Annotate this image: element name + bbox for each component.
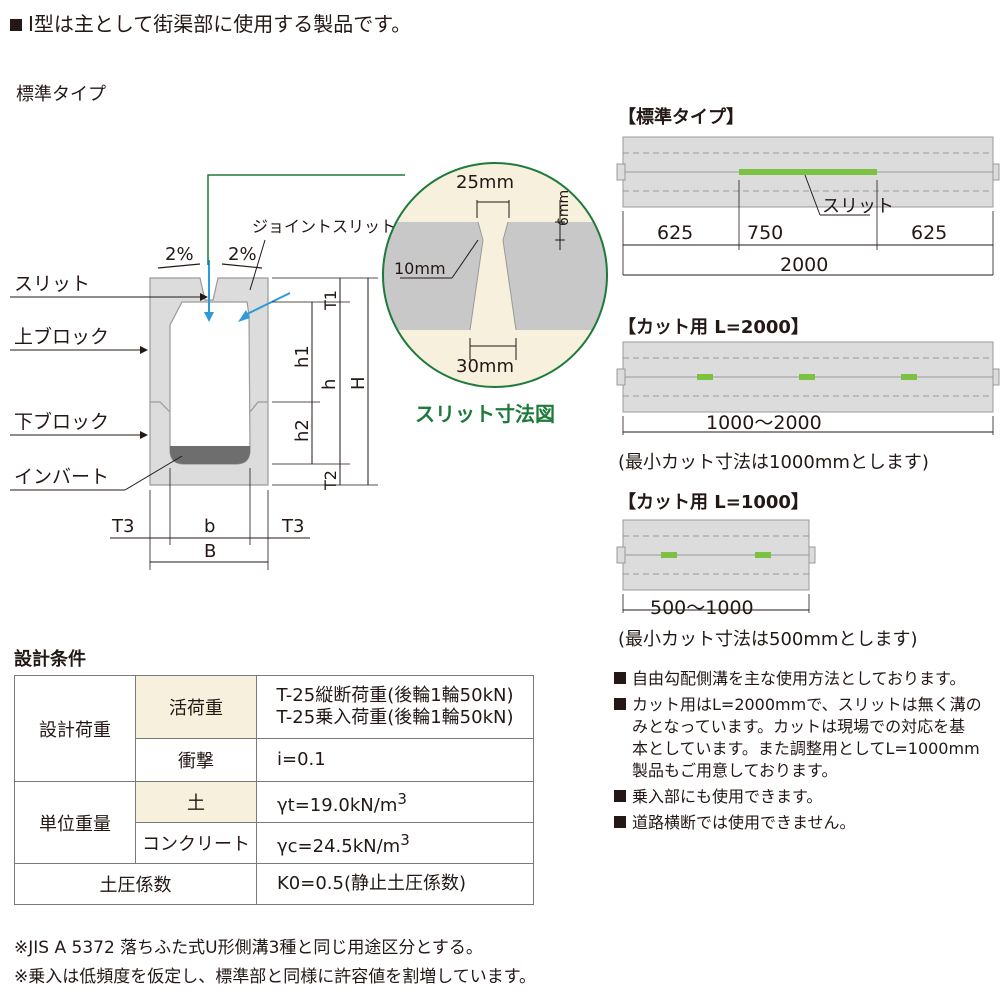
label-T2: T2 [321,470,340,491]
label-joint-slit: ジョイントスリット [252,217,396,236]
cell-soil-value: γt=19.0kN/m3 [256,781,534,823]
label-slit: スリット [14,273,90,295]
footnote-1: ※JIS A 5372 落ちふた式U形側溝3種と同じ用途区分とする。 [14,938,483,958]
plan-cut2000-note: (最小カット寸法は1000mmとします) [618,452,929,473]
note-item: 自由勾配側溝を主な使用方法としております。 [614,668,982,690]
detail-connector [207,174,405,265]
table-row: 土圧係数 K0=0.5(静止土圧係数) [14,863,534,905]
bullet-square-icon [614,672,626,684]
cell-design-load: 設計荷重 [14,675,136,782]
plan-standard-diagram: スリット 625 750 625 2000 [616,136,1000,276]
note-item-cont: 製品もご用意しております。 [632,761,838,780]
note-item: 乗入部にも使用できます。 [614,786,982,808]
label-slope-right: 2% [228,244,257,265]
label-b: b [204,516,215,537]
detail-bottom-width: 30mm [456,356,514,377]
label-lower-block: 下ブロック [14,410,109,433]
live-load-value-2: T-25乗入荷重(後輪1輪50kN) [276,707,514,728]
label-B: B [204,541,216,562]
detail-top-width: 25mm [456,172,514,193]
plan-cut1000-note: (最小カット寸法は500mmとします) [618,629,918,650]
plan-standard-dim-2: 750 [747,222,783,244]
footnote-2: ※乗入は低頻度を仮定し、標準部と同様に許容値を割増しています。 [14,967,537,987]
design-conditions-table: 設計荷重 活荷重 T-25縦断荷重(後輪1輪50kN) T-25乗入荷重(後輪1… [14,675,534,905]
label-invert: インバート [14,466,109,488]
cell-concrete: コンクリート [135,822,257,864]
slit-detail-diagram: 25mm 6mm 10mm 30mm [382,162,608,388]
plan-cut1000-diagram [616,519,816,613]
design-title: 設計条件 [14,649,86,670]
cell-impact: 衝撃 [135,738,257,782]
label-h: h [319,379,340,390]
label-h2: h2 [292,419,313,442]
label-H: H [348,376,369,390]
plan-cut2000-title: 【カット用 L=2000】 [618,317,809,338]
cell-soil: 土 [135,781,257,823]
table-row: 設計荷重 活荷重 T-25縦断荷重(後輪1輪50kN) T-25乗入荷重(後輪1… [14,675,534,782]
section-label: 標準タイプ [16,84,106,105]
slit-detail-caption: スリット寸法図 [415,402,555,426]
detail-depth: 6mm [556,190,572,226]
plan-standard-dim-1: 625 [657,222,693,244]
label-T1: T1 [321,290,340,311]
note-item-cont: みとなっています。カットは現場での対応を基 [632,717,966,736]
label-h1: h1 [292,345,313,368]
table-row: 単位重量 土 γt=19.0kN/m3 [14,781,534,864]
plan-cut1000-range: 500～1000 [650,597,754,619]
note-item-cont: 本としています。また調整用としてL=1000mm [632,739,980,758]
bullet-square-icon [614,790,626,802]
label-T3-left: T3 [111,516,134,537]
live-load-value-1: T-25縦断荷重(後輪1輪50kN) [276,685,514,706]
header-title: I型は主として街渠部に使用する製品です。 [10,8,411,37]
label-T3-right: T3 [281,516,304,537]
notes-right: 自由勾配側溝を主な使用方法としております。 カット用はL=2000mmで、スリッ… [614,668,982,838]
plan-cut1000-title: 【カット用 L=1000】 [618,492,809,513]
cell-live-load-value: T-25縦断荷重(後輪1輪50kN) T-25乗入荷重(後輪1輪50kN) [256,675,534,739]
cell-unit-weight: 単位重量 [14,781,136,864]
plan-standard-dim-3: 625 [911,222,947,244]
cell-impact-value: i=0.1 [256,738,534,782]
cell-earth-pressure-value: K0=0.5(静止土圧係数) [256,863,534,905]
plan-standard-slit-label: スリット [822,196,894,217]
label-slope-left: 2% [165,244,194,265]
cell-concrete-value: γc=24.5kN/m3 [256,822,534,864]
plan-standard-total: 2000 [780,254,828,276]
note-item: カット用はL=2000mmで、スリットは無く溝の [614,694,982,716]
plan-cut2000-diagram [616,341,1000,435]
note-item: 道路横断では使用できません。 [614,812,982,834]
table-row: 衝撃 i=0.1 [15,738,534,782]
label-upper-block: 上ブロック [14,325,109,348]
cell-live-load: 活荷重 [135,675,257,739]
plan-standard-title: 【標準タイプ】 [618,107,744,128]
plan-cut2000-range: 1000～2000 [706,412,822,434]
cell-earth-pressure: 土圧係数 [14,863,257,905]
detail-side: 10mm [394,259,446,278]
cross-section-diagram: スリット 上ブロック 下ブロック インバート ジョイントスリット 2% 2% T… [10,217,396,570]
bullet-square-icon [614,816,626,828]
bullet-square-icon [10,19,22,31]
table-row: コンクリート γc=24.5kN/m3 [15,822,534,864]
bullet-square-icon [614,698,626,710]
